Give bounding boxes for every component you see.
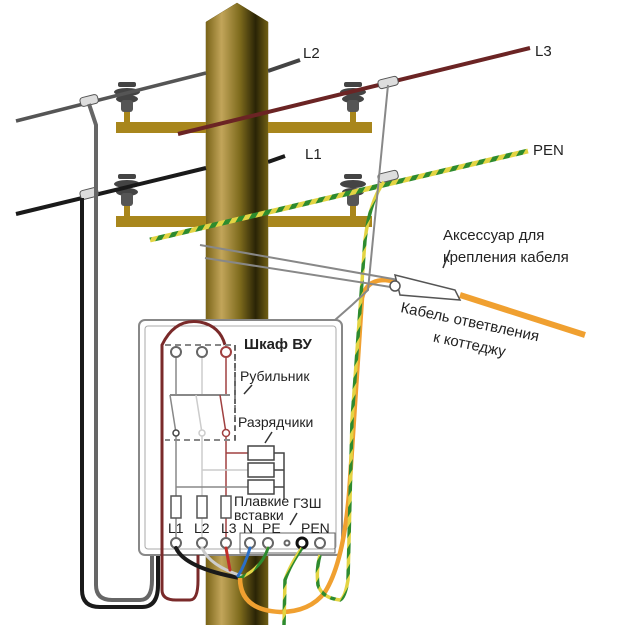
switch-terminals-bottom <box>172 428 231 438</box>
terminal-label-pe: PE <box>262 520 281 536</box>
switch-label: Рубильник <box>240 368 310 384</box>
arresters-pointer <box>264 431 273 444</box>
insulator-upper-right <box>340 82 366 112</box>
bottom-cable-bundle <box>174 546 270 580</box>
terminal-label-l2: L2 <box>194 520 210 536</box>
switch-pointer <box>243 384 253 395</box>
surge-arresters <box>247 445 285 500</box>
support-wire <box>199 84 411 321</box>
label-l2: L2 <box>303 45 320 62</box>
accessory-label-2: крепления кабеля <box>443 249 569 266</box>
fuses-label-1: Плавкие <box>234 493 289 509</box>
label-l1: L1 <box>305 146 322 163</box>
terminal-label-pen: PEN <box>301 520 330 536</box>
clamp-l3 <box>377 75 399 90</box>
accessory-label-1: Аксессуар для <box>443 227 544 244</box>
wire-l2-back <box>267 58 301 73</box>
gzsh-pointer <box>289 512 298 526</box>
drop-wire-l2-grey <box>87 103 154 602</box>
pen-drop-wire <box>282 180 386 625</box>
wire-l2 <box>15 71 207 123</box>
cable-accessory <box>389 249 462 301</box>
terminal-label-l1: L1 <box>168 520 184 536</box>
terminal-label-n: N <box>243 520 253 536</box>
cabinet-vu <box>138 319 343 556</box>
arresters-label: Разрядчики <box>238 414 313 430</box>
fuses-label-2: вставки <box>234 507 284 523</box>
switch-terminals-top <box>170 346 232 358</box>
wire-l1 <box>15 166 207 216</box>
cabinet-title: Шкаф ВУ <box>244 336 312 353</box>
grounding-bus-label: ГЗШ <box>293 495 322 511</box>
drop-wire-l3-red <box>160 319 227 602</box>
branch-cable-orange <box>237 277 586 615</box>
terminal-label-l3: L3 <box>221 520 237 536</box>
fuse-inserts <box>170 495 232 519</box>
label-pen: PEN <box>533 142 564 159</box>
internal-wiring <box>165 344 248 540</box>
wire-l3 <box>177 46 531 136</box>
wire-pen <box>149 148 529 243</box>
label-l3: L3 <box>535 43 552 60</box>
wire-l1-back <box>267 154 286 164</box>
